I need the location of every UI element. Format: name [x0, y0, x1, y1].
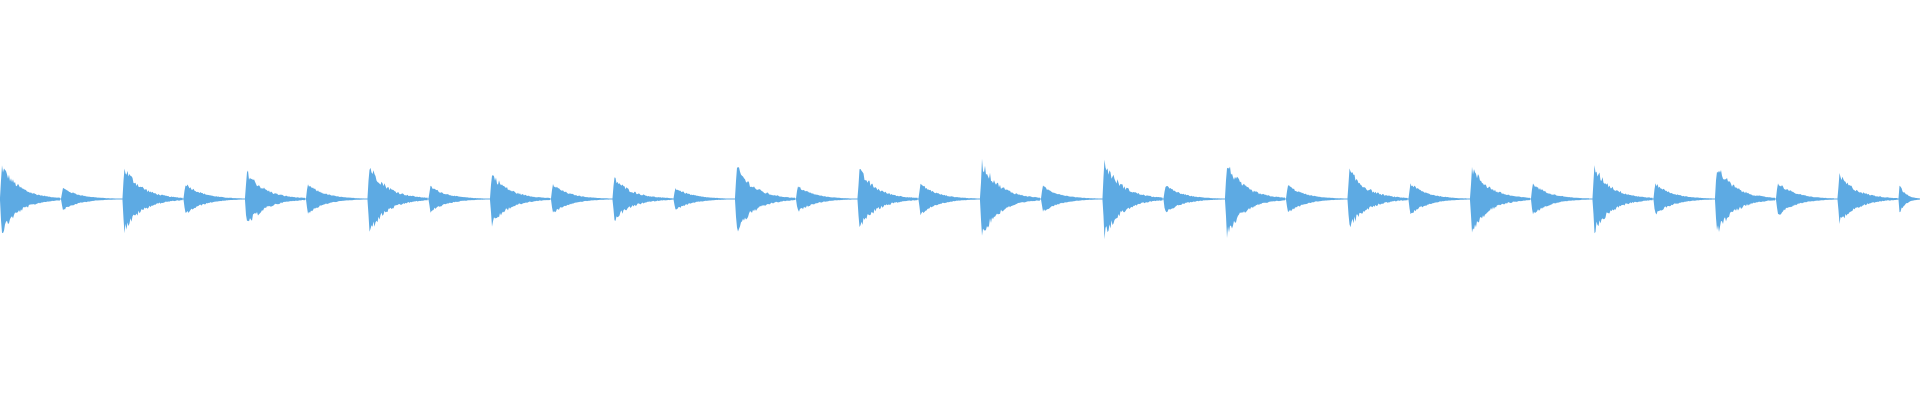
waveform-secondary-pulse: [918, 183, 977, 216]
waveform-primary-pulse: [1715, 170, 1775, 232]
waveform-primary-pulse: [245, 170, 305, 222]
waveform-secondary-pulse: [61, 187, 119, 211]
waveform-secondary-pulse: [183, 184, 242, 213]
waveform-primary-pulse: [0, 165, 60, 234]
waveform-beats: [0, 158, 1920, 240]
waveform-primary-pulse: [1592, 165, 1653, 234]
waveform-primary-pulse: [1347, 168, 1408, 228]
waveform-secondary-pulse: [673, 188, 732, 210]
waveform-secondary-pulse: [1041, 185, 1099, 212]
waveform-primary-pulse: [857, 169, 918, 227]
waveform-secondary-pulse: [1286, 185, 1344, 212]
waveform-secondary-pulse: [428, 185, 487, 213]
waveform-primary-pulse: [367, 167, 428, 232]
waveform-primary-pulse: [490, 175, 550, 227]
waveform-secondary-pulse: [1531, 183, 1589, 215]
waveform-secondary-pulse: [796, 186, 854, 212]
waveform-secondary-pulse: [1898, 185, 1920, 213]
waveform-primary-pulse: [612, 177, 673, 221]
waveform-primary-pulse: [1102, 159, 1163, 240]
waveform-secondary-pulse: [1163, 186, 1222, 213]
waveform-secondary-pulse: [1408, 183, 1467, 215]
waveform-secondary-pulse: [1653, 183, 1712, 215]
waveform-secondary-pulse: [306, 184, 364, 214]
waveform-secondary-pulse: [551, 184, 609, 213]
waveform-primary-pulse: [980, 158, 1040, 236]
waveform-primary-pulse: [1470, 166, 1530, 233]
waveform-primary-pulse: [1837, 173, 1898, 224]
waveform-primary-pulse: [122, 168, 183, 234]
waveform-secondary-pulse: [1776, 183, 1834, 215]
waveform-primary-pulse: [1225, 166, 1285, 238]
waveform-primary-pulse: [735, 167, 795, 232]
